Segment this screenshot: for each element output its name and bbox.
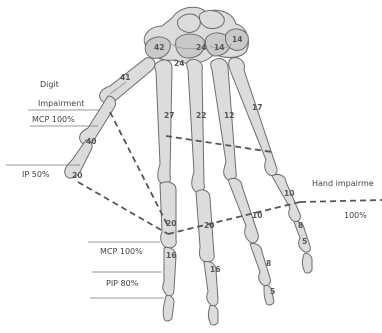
value-thumb-metacarpal: 41 (120, 73, 130, 82)
value-index-middle: 16 (166, 251, 176, 260)
middle-finger-bones (187, 59, 218, 325)
value-middle-metacarpal: 22 (196, 111, 206, 120)
value-little-middle: 8 (298, 221, 303, 230)
label-hand-impairment: Hand impairme (312, 179, 374, 188)
value-carpal-5: 24 (174, 59, 184, 68)
label-pip: PIP 80% (106, 279, 139, 288)
value-little-metacarpal: 17 (252, 103, 262, 112)
label-mcp-finger: MCP 100% (100, 247, 143, 256)
value-ring-proximal: 10 (252, 211, 262, 220)
label-hand-impairment-value: 100% (344, 211, 367, 220)
value-middle-proximal: 20 (204, 221, 214, 230)
value-thumb-proximal: 40 (86, 137, 96, 146)
value-little-proximal: 10 (284, 189, 294, 198)
little-finger-bones (229, 58, 312, 273)
value-index-proximal: 20 (166, 219, 176, 228)
value-ring-middle: 8 (266, 259, 271, 268)
label-ip: IP 50% (22, 170, 50, 179)
index-finger-bones (155, 60, 177, 321)
value-carpal-4: 14 (232, 35, 242, 44)
thumb-bones (65, 58, 155, 178)
label-mcp-thumb: MCP 100% (32, 115, 75, 124)
value-ring-distal: 5 (270, 287, 275, 296)
value-middle-middle: 16 (210, 265, 220, 274)
label-impairment: Impairment (38, 99, 84, 108)
value-carpal-2: 24 (196, 43, 206, 52)
value-carpal-1: 42 (154, 43, 164, 52)
value-carpal-3: 14 (214, 43, 224, 52)
value-index-metacarpal: 27 (164, 111, 174, 120)
value-thumb-distal: 20 (72, 171, 82, 180)
value-ring-metacarpal: 12 (224, 111, 234, 120)
value-little-distal: 5 (302, 237, 307, 246)
label-digit: Digit (40, 80, 59, 89)
